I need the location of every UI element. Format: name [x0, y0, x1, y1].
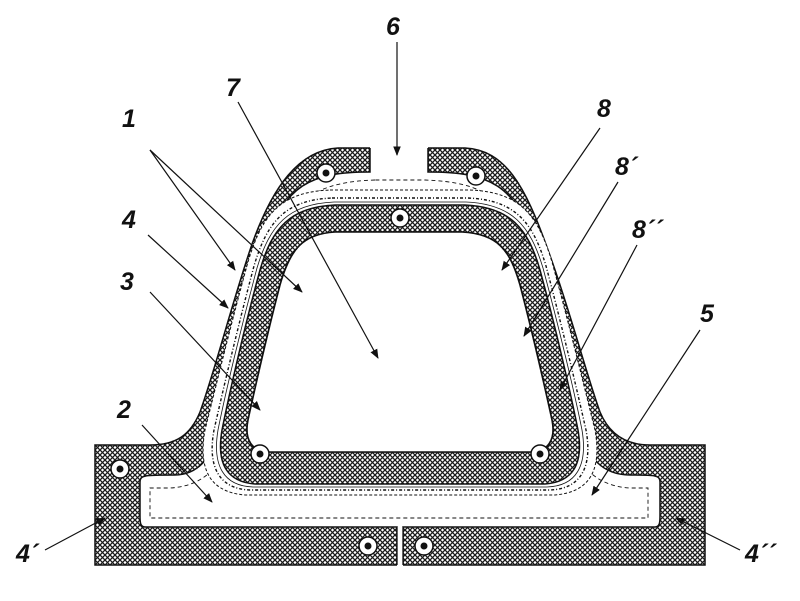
leader-8pp — [559, 244, 638, 391]
fastener-dot — [358, 536, 378, 556]
wavy-layer-inner-line — [216, 201, 584, 488]
label-8: 8 — [597, 95, 611, 123]
leader-2 — [141, 424, 213, 503]
central-cavity — [246, 231, 554, 453]
fastener-dot — [530, 444, 550, 464]
leader-3 — [149, 291, 261, 411]
fastener-dots — [110, 163, 550, 556]
top-gap — [370, 146, 428, 172]
reference-numerals: 6 7 1 4 3 2 4´ 8 8´ 8´´ 5 4´´ — [15, 13, 777, 568]
leader-7 — [237, 101, 379, 359]
label-8p: 8´ — [615, 153, 639, 181]
leader-lines — [44, 42, 741, 551]
leader-8p — [523, 181, 619, 337]
label-4p: 4´ — [15, 540, 40, 568]
leader-4 — [147, 234, 229, 309]
leader-4p — [44, 517, 106, 551]
leader-8 — [501, 127, 601, 271]
label-7: 7 — [226, 74, 241, 102]
fastener-dot — [414, 536, 434, 556]
label-5: 5 — [700, 300, 715, 328]
label-3: 3 — [120, 268, 134, 296]
label-8pp: 8´´ — [632, 216, 664, 244]
leader-1a — [149, 149, 236, 271]
fastener-dot — [316, 163, 336, 183]
fastener-dot — [466, 166, 486, 186]
label-1: 1 — [122, 105, 136, 133]
leader-1b — [149, 149, 303, 293]
label-2: 2 — [116, 396, 131, 424]
leader-5 — [591, 329, 701, 496]
bottom-gap — [397, 527, 403, 567]
label-4pp: 4´´ — [744, 540, 777, 568]
wavy-layer — [211, 197, 589, 491]
fastener-dot — [390, 208, 410, 228]
fastener-dot — [110, 459, 130, 479]
label-6: 6 — [386, 13, 401, 41]
label-4: 4 — [121, 206, 136, 234]
leader-4pp — [675, 517, 741, 551]
fastener-dot — [250, 444, 270, 464]
